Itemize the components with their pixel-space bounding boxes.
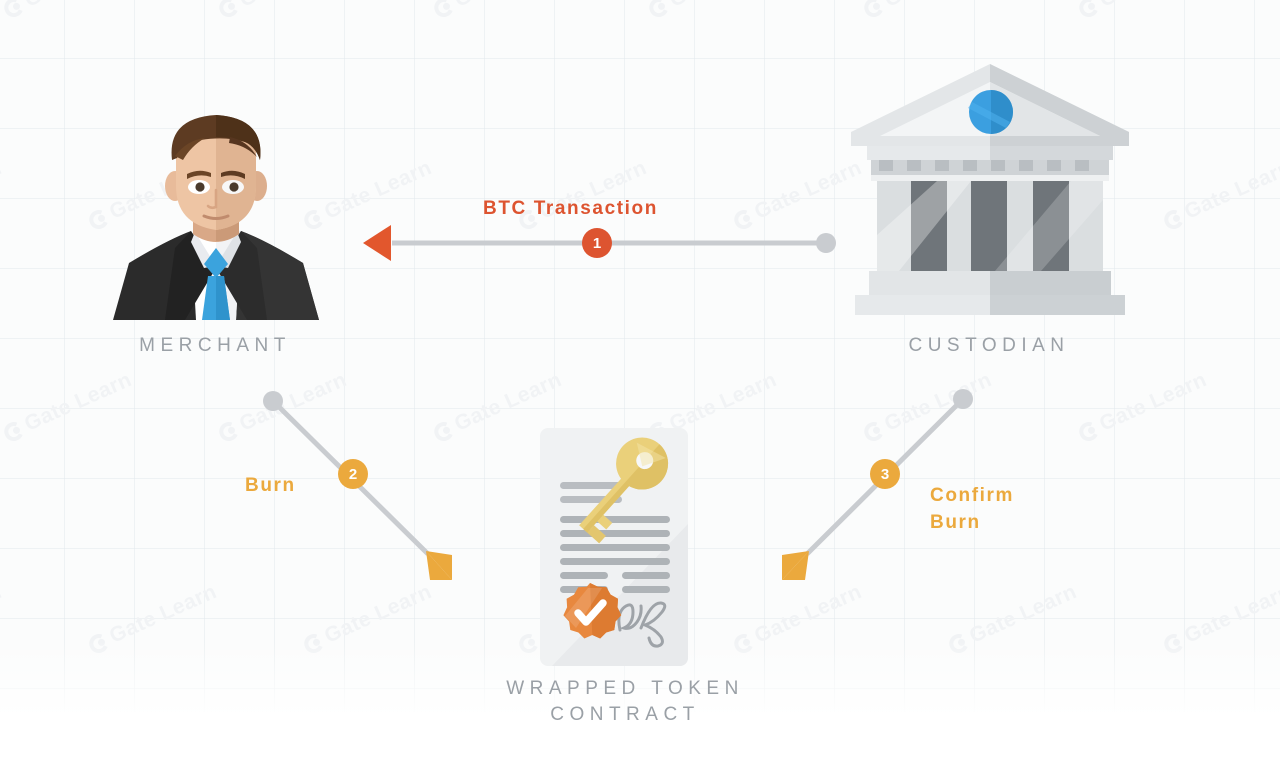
node-label-wrapped-token-contract: WRAPPED TOKEN CONTRACT xyxy=(506,678,744,725)
contract-document-icon xyxy=(540,428,688,666)
edge-label-burn: Burn xyxy=(245,475,296,496)
key-icon xyxy=(579,437,669,544)
node-label-merchant: MERCHANT xyxy=(139,335,291,356)
step-badge-3: 3 xyxy=(870,459,900,489)
node-label-custodian: CUSTODIAN xyxy=(908,335,1070,356)
edge-label-btc-transaction: BTC Transaction xyxy=(483,198,658,219)
businessman-avatar-icon xyxy=(113,115,319,320)
step-badge-2: 2 xyxy=(338,459,368,489)
step-badge-1: 1 xyxy=(582,228,612,258)
bank-building-icon xyxy=(851,64,1129,315)
edge-label-confirm-burn: Confirm Burn xyxy=(930,485,1015,533)
